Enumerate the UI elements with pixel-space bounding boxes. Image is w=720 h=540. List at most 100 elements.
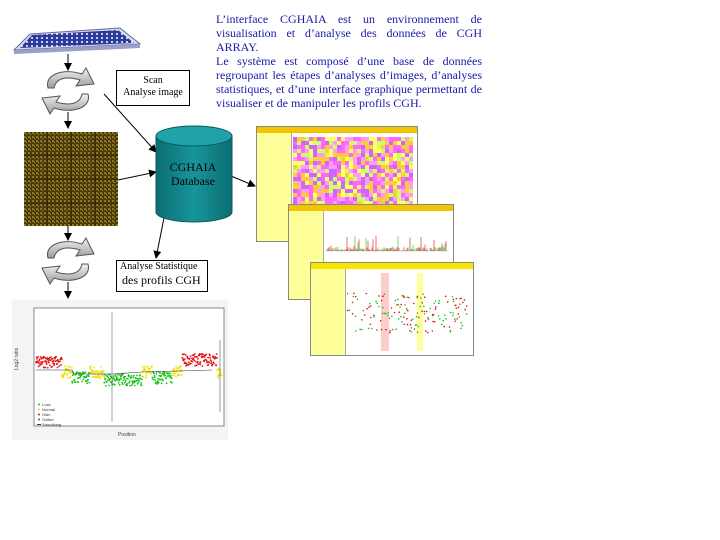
detail-point xyxy=(423,310,426,313)
heatmap-cell xyxy=(297,145,301,149)
profile-point xyxy=(149,367,152,370)
heatmap-cell xyxy=(325,177,329,181)
detail-point xyxy=(348,309,351,312)
profile-point xyxy=(52,359,55,362)
profile-point xyxy=(42,357,45,359)
legend-gain: Gain xyxy=(42,412,50,417)
profile-point xyxy=(130,377,132,379)
detail-point xyxy=(457,306,460,309)
profile-point xyxy=(60,358,63,361)
plot-xlabel: Position xyxy=(118,432,136,438)
profile-point xyxy=(37,356,39,358)
cycle-arrows-icon xyxy=(41,67,95,115)
profile-point xyxy=(108,384,110,387)
heatmap-cell xyxy=(349,165,353,169)
detail-point xyxy=(438,299,441,302)
heatmap-cell xyxy=(361,153,365,157)
profile-point xyxy=(46,358,48,361)
heatmap-cell xyxy=(337,137,341,141)
profile-point xyxy=(209,357,212,359)
heatmap-cell xyxy=(337,177,341,181)
heatmap-cell xyxy=(305,157,309,161)
heatmap-cell xyxy=(309,177,313,181)
heatmap-cell xyxy=(401,173,405,177)
profile-point xyxy=(89,368,92,371)
heatmap-cell xyxy=(397,161,401,165)
heatmap-cell xyxy=(337,173,341,177)
profile-point xyxy=(203,356,206,358)
heatmap-cell xyxy=(317,137,321,141)
heatmap-cell xyxy=(309,173,313,177)
heatmap-cell xyxy=(337,153,341,157)
detail-point xyxy=(367,327,370,330)
heatmap-cell xyxy=(397,173,401,177)
heatmap-cell xyxy=(333,193,337,197)
detail-point xyxy=(463,299,466,301)
heatmap-cell xyxy=(313,149,317,153)
profile-point xyxy=(193,356,196,358)
detail-point xyxy=(434,300,437,302)
cgh-profile-chart: Log2 ratio Position Loss Normal Gain Out… xyxy=(12,300,228,440)
heatmap-cell xyxy=(397,201,401,205)
highlight-band xyxy=(381,273,389,351)
profile-point xyxy=(90,365,92,368)
heatmap-cell xyxy=(321,173,325,177)
profile-point xyxy=(108,379,111,382)
heatmap-cell xyxy=(341,193,345,197)
heatmap-cell xyxy=(317,145,321,149)
detail-point xyxy=(427,317,429,319)
detail-point xyxy=(425,310,428,313)
image-analysis-label: Analyse image xyxy=(123,87,183,98)
heatmap-cell xyxy=(353,177,357,181)
heatmap-cell xyxy=(409,173,413,177)
heatmap-cell xyxy=(329,185,333,189)
profile-point xyxy=(155,373,158,375)
heatmap-cell xyxy=(349,153,353,157)
heatmap-cell xyxy=(325,137,329,141)
heatmap-cell xyxy=(293,173,297,177)
heatmap-cell xyxy=(405,189,409,193)
heatmap-cell xyxy=(317,201,321,205)
profile-point xyxy=(67,365,70,367)
scan-analysis-box: Scan Analyse image xyxy=(116,70,190,106)
detail-point xyxy=(373,316,375,318)
heatmap-cell xyxy=(341,165,345,169)
heatmap-cell xyxy=(353,145,357,149)
heatmap-cell xyxy=(341,181,345,185)
profile-point xyxy=(107,379,109,382)
profile-point xyxy=(140,384,143,386)
detail-point xyxy=(416,312,419,314)
heatmap-cell xyxy=(393,197,397,201)
heatmap-cell xyxy=(369,201,373,205)
description-paragraph-2: Le système est composé d’une base de don… xyxy=(216,54,482,110)
heatmap-cell xyxy=(313,201,317,205)
heatmap-cell xyxy=(397,181,401,185)
heatmap-cell xyxy=(357,185,361,189)
detail-point xyxy=(369,302,371,305)
heatmap-cell xyxy=(293,141,297,145)
profile-point xyxy=(162,379,164,382)
heatmap-cell xyxy=(369,141,373,145)
heatmap-cell xyxy=(409,177,413,181)
heatmap-cell xyxy=(309,157,313,161)
heatmap-cell xyxy=(301,145,305,149)
profile-point xyxy=(36,358,38,360)
heatmap-cell xyxy=(321,189,325,193)
profile-point xyxy=(84,371,87,373)
profile-point xyxy=(169,374,172,377)
profile-point xyxy=(193,353,196,355)
detail-point xyxy=(455,307,458,309)
detail-point xyxy=(402,295,405,297)
detail-point xyxy=(437,302,440,304)
heatmap-cell xyxy=(377,169,381,173)
detail-point xyxy=(443,325,445,328)
profile-point xyxy=(199,363,202,366)
heatmap-cell xyxy=(385,161,389,165)
heatmap-cell xyxy=(293,181,297,185)
profile-point xyxy=(124,379,126,381)
heatmap-cell xyxy=(341,157,345,161)
heatmap-cell xyxy=(341,137,345,141)
detail-point xyxy=(442,319,444,322)
heatmap-cell xyxy=(361,197,365,201)
heatmap-cell xyxy=(297,189,301,193)
